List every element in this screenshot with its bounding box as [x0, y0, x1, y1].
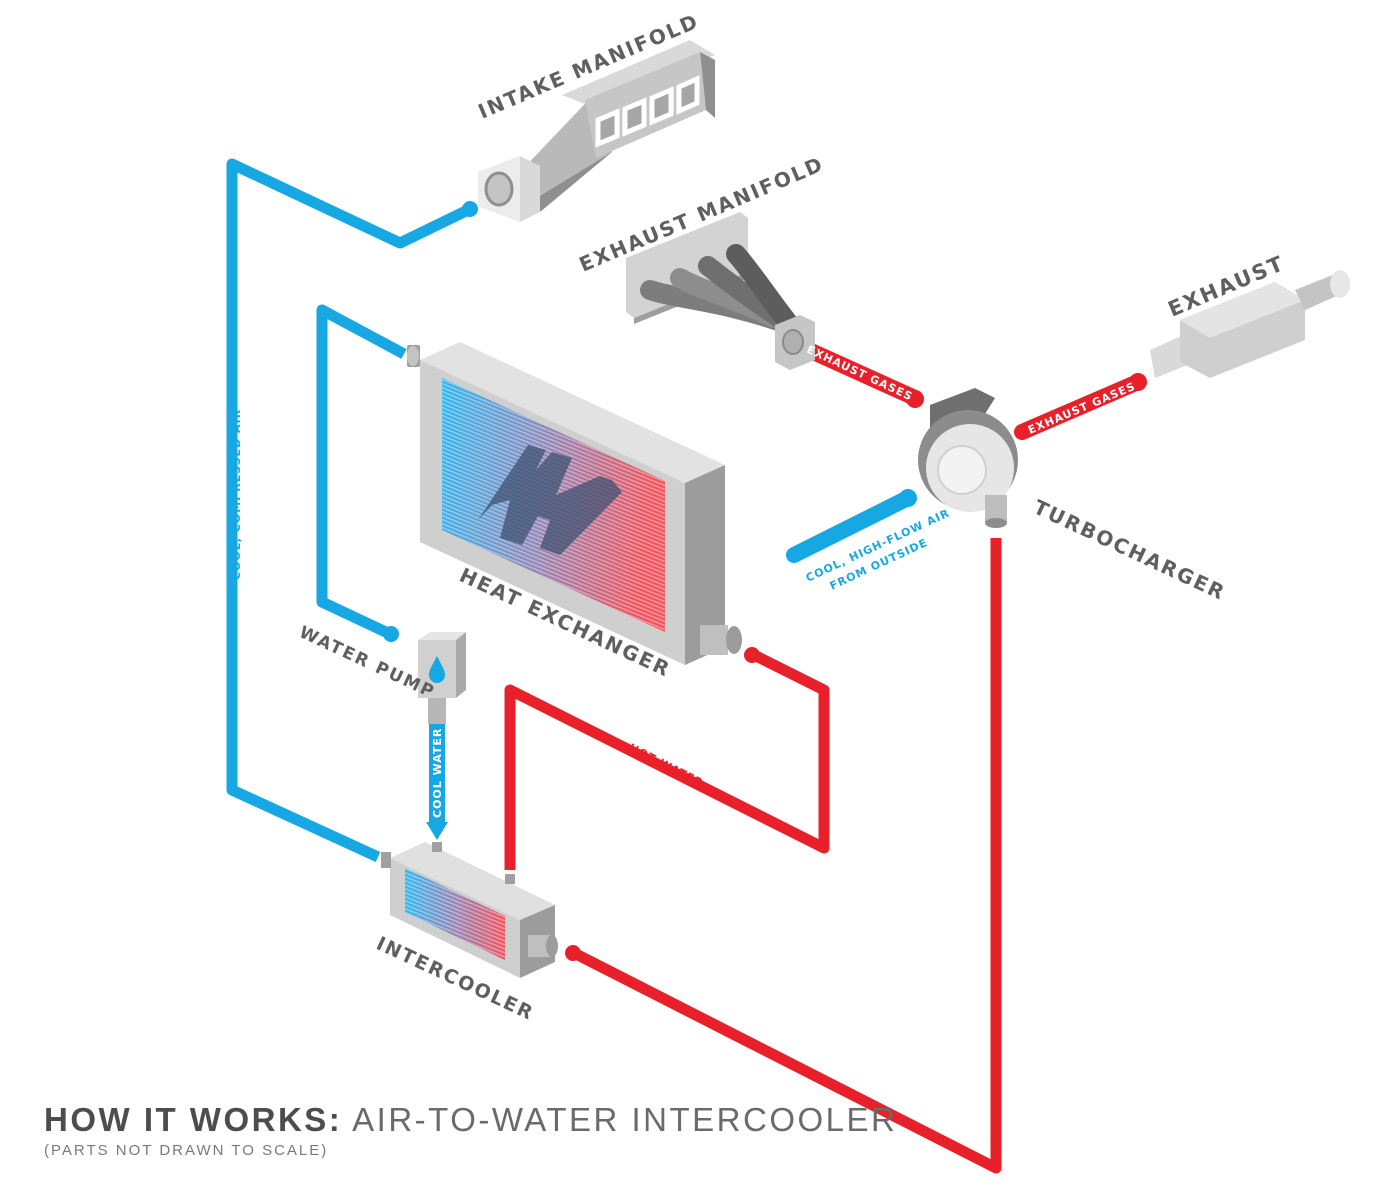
flow-label-cool-water: COOL WATER: [431, 728, 444, 818]
page-subtitle: (PARTS NOT DRAWN TO SCALE): [44, 1142, 329, 1159]
cap-exhaust-in: [1129, 373, 1147, 391]
water-pump: [418, 632, 466, 724]
pipe-cool-water-loop: [316, 304, 407, 639]
pipes: [226, 158, 1146, 1174]
label-water-pump: WATER PUMP: [296, 622, 438, 703]
pipe-hot-water: [504, 648, 830, 870]
page-title-rest: AIR-TO-WATER INTERCOOLER: [342, 1101, 898, 1138]
pipe-outside-air: [786, 490, 916, 563]
flow-label-cool-compressed-air: COOL, COMPRESSED AIR: [230, 409, 243, 580]
pipe-cool-compressed-air: [226, 158, 471, 862]
cap-pump-inlet: [383, 626, 399, 642]
footer-title-block: HOW IT WORKS: AIR-TO-WATER INTERCOOLER (…: [44, 1100, 897, 1159]
exhaust-muffler: [1150, 270, 1350, 378]
cap-turbo-in: [906, 390, 924, 408]
exhaust-manifold: [626, 212, 815, 370]
cap-ic-inlet: [565, 945, 581, 961]
heat-exchanger: [407, 342, 742, 665]
intercooler: [381, 842, 558, 978]
flow-label-exhaust-gases-out: EXHAUST GASES: [1026, 380, 1137, 437]
flow-label-hot-water: HOT WATER: [627, 741, 706, 790]
flow-label-hot-compressed-air: HOT, COMPRESSED AIR: [697, 1011, 846, 1096]
turbocharger: [918, 388, 1018, 528]
flow-label-exhaust-gases-in: EXHAUST GASES: [805, 343, 915, 404]
cap-hx-outlet: [744, 647, 760, 663]
cool-water-arrow-icon: [426, 822, 448, 840]
page-title: HOW IT WORKS: AIR-TO-WATER INTERCOOLER: [44, 1100, 897, 1140]
page-title-strong: HOW IT WORKS:: [44, 1101, 343, 1138]
pipe-caps: [383, 201, 1147, 961]
mishimoto-m-logo-icon: [478, 445, 622, 555]
pipe-hot-compressed-air: [569, 538, 1002, 1174]
water-drop-icon: [429, 656, 445, 683]
cap-turbo-air: [899, 489, 917, 507]
intake-manifold: [478, 40, 715, 222]
label-turbocharger: TURBOCHARGER: [1030, 495, 1230, 605]
cap-intake: [462, 201, 478, 217]
pipe-exhaust-gases-out: [1014, 374, 1146, 440]
pipe-exhaust-gases-in: [792, 338, 923, 406]
